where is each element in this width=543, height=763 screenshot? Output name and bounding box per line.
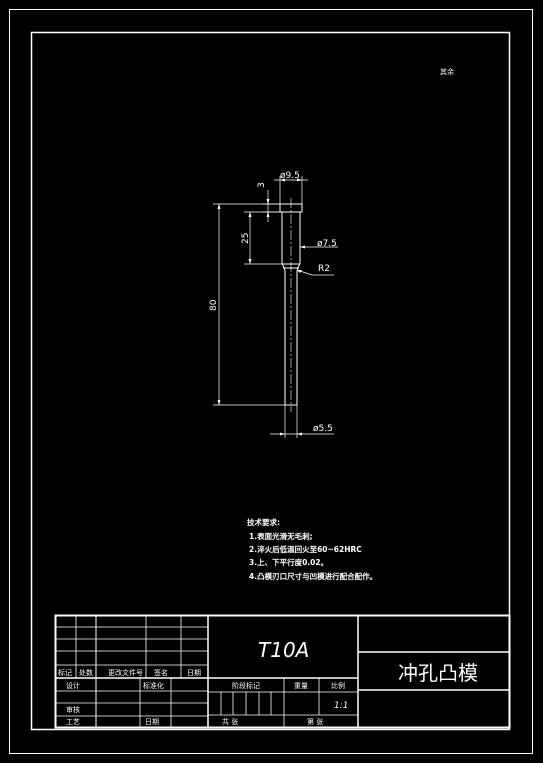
tech-item: 4.凸模刃口尺寸与凹模进行配合配作。: [249, 571, 377, 581]
sheet-total: 共 张: [222, 717, 238, 726]
drawing-frame: [30, 31, 511, 731]
dim-tip-diameter: ø5.5: [313, 424, 333, 434]
weight-label: 重量: [294, 682, 308, 690]
dim-shoulder-length: 25: [241, 233, 251, 244]
part-name: 冲孔凸模: [398, 661, 478, 685]
tech-requirements: 技术要求: 1.表面光滑无毛刺; 2.淬火后低温回火至60~62HRC 3.上、…: [247, 517, 377, 581]
corner-note: 其余: [440, 67, 454, 76]
tech-item: 3.上、下平行度0.02。: [249, 557, 328, 567]
rev-header: 处数: [79, 668, 93, 677]
tech-item: 1.表面光滑无毛刺;: [249, 531, 313, 541]
row-date: 日期: [145, 718, 159, 726]
tech-title: 技术要求:: [247, 517, 280, 527]
stage-label: 阶段标记: [232, 681, 260, 690]
dimension-arrows: [217, 178, 305, 436]
rev-header: 签名: [154, 668, 168, 677]
punch-part: [279, 198, 303, 412]
sheet-number: 第 张: [307, 717, 323, 726]
dim-shoulder-diameter: ø7.5: [317, 239, 337, 249]
dim-head-diameter: ø9.5: [280, 171, 300, 181]
scale-label: 比例: [331, 681, 345, 690]
tech-item: 2.淬火后低温回火至60~62HRC: [249, 544, 362, 554]
title-block: [54, 614, 511, 729]
row-process: 工艺: [66, 718, 80, 726]
scale-value: 1:1: [334, 701, 348, 711]
rev-header: 更改文件号: [108, 668, 143, 677]
row-design: 设计: [66, 681, 80, 690]
dim-fillet-radius: R2: [318, 264, 330, 274]
outer-border: [9, 9, 533, 754]
rev-header: 标记: [58, 668, 72, 677]
dim-head-height: 3: [257, 182, 267, 188]
row-review: 审核: [66, 705, 80, 714]
material: T10A: [258, 638, 309, 662]
dimension-lines: [213, 176, 338, 438]
rev-header: 日期: [187, 669, 201, 677]
dim-total-length: 80: [209, 299, 219, 311]
row-standard: 标准化: [143, 681, 164, 690]
